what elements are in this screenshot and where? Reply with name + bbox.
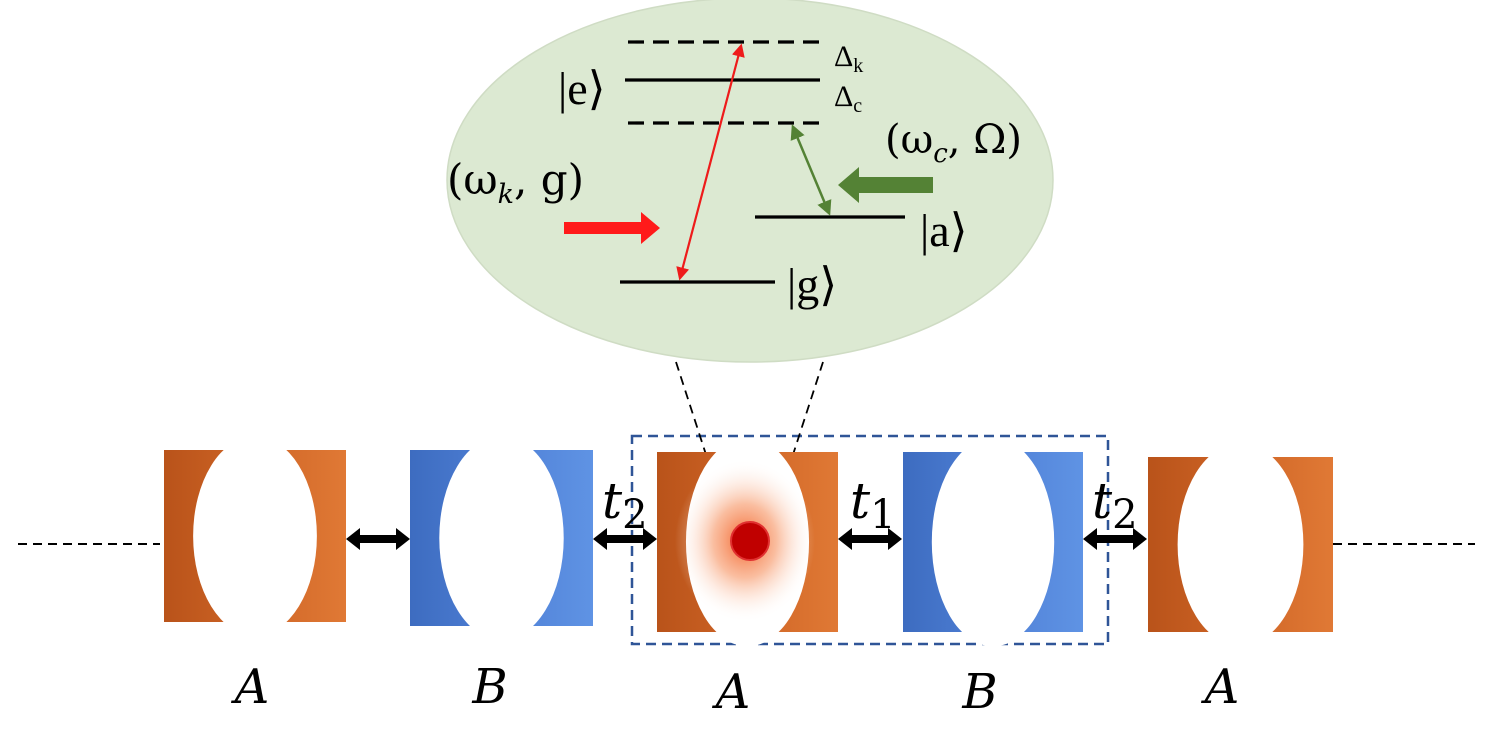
level-e-label: |e⟩ xyxy=(558,63,606,114)
coupling-arrows xyxy=(346,528,1147,550)
coupling-label-t1: t1 xyxy=(850,472,896,538)
control-transition-arrow xyxy=(790,124,832,216)
coupling-arrow-1 xyxy=(346,528,410,550)
resonator-B-2 xyxy=(410,435,593,641)
resonator-cavity xyxy=(931,437,1055,647)
coupling-arrow-t1 xyxy=(838,528,902,550)
delta-c-label: Δc xyxy=(834,80,862,117)
probe-field-label: (ωk, g) xyxy=(447,155,584,210)
delta-k-label: Δk xyxy=(834,40,863,77)
probe-transition-arrow xyxy=(676,43,745,281)
control-field-arrow xyxy=(838,167,933,203)
resonator-label-5: A xyxy=(1201,659,1240,715)
coupling-arrow-t2-right xyxy=(1083,528,1147,550)
coupling-label-t2-right: t2 xyxy=(1092,472,1138,538)
resonator-cavity xyxy=(193,436,317,636)
resonator-label-2: B xyxy=(471,659,507,715)
atom xyxy=(730,521,770,561)
resonator-labels: A B A B A xyxy=(231,659,1240,720)
level-a-label: |a⟩ xyxy=(920,205,968,256)
resonator-A-5 xyxy=(1148,443,1333,646)
resonator-label-3: A xyxy=(712,664,751,720)
level-diagram-bubble xyxy=(446,0,1054,363)
resonator-cavity xyxy=(439,435,564,641)
level-g-label: |g⟩ xyxy=(787,259,837,310)
resonator-B-4 xyxy=(903,437,1083,647)
control-field-label: (ωc, Ω) xyxy=(885,117,1022,169)
resonator-A-1 xyxy=(164,436,346,636)
resonator-cavity xyxy=(1177,443,1304,646)
coupling-arrow-t2-left xyxy=(593,528,657,550)
coupling-label-t2-left: t2 xyxy=(602,472,648,538)
resonator-label-4: B xyxy=(961,664,997,720)
resonator-label-1: A xyxy=(231,659,270,715)
probe-field-arrow xyxy=(564,212,660,244)
